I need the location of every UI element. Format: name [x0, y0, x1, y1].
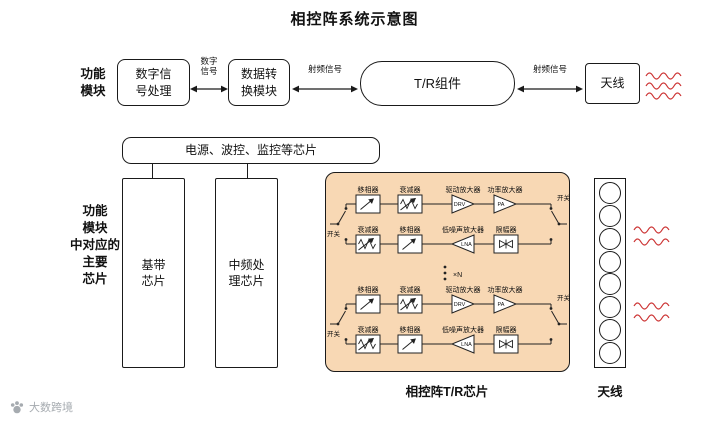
limiter-label: 限幅器: [496, 225, 517, 234]
repeat-count-label: ×N: [453, 272, 462, 279]
antenna-element: [599, 319, 621, 342]
switch-label-right: 开关: [557, 193, 571, 202]
phase-shifter-label: 移相器: [358, 285, 379, 294]
connector-line: [247, 164, 249, 178]
watermark-paw-icon: [10, 401, 24, 414]
tr-chip-panel: 移相器 衰减器 DRV 驱动放大器 PA 功率放大器: [325, 172, 571, 372]
antenna-element: [599, 182, 621, 204]
drv-abbr: DRV: [454, 302, 466, 308]
main-chips-label: 功能 模块 中对应的 主要 芯片: [69, 204, 120, 286]
array-squiggle-1: [633, 226, 670, 246]
antenna-box: 天线: [585, 63, 640, 104]
switch-contacts: [336, 307, 561, 341]
switch-label-left: 开关: [327, 329, 341, 338]
lna-icon: [450, 334, 475, 354]
attenuator-rx-icon: [355, 334, 381, 354]
pa-abbr: PA: [498, 302, 505, 308]
power-amp-icon: [493, 294, 518, 314]
switch-contacts: [336, 207, 561, 241]
antenna-element: [599, 296, 621, 319]
phase-shifter-rx-icon: [397, 234, 423, 254]
phase-shifter-tx-icon: [355, 194, 381, 214]
limiter-icon: [493, 234, 519, 254]
attenuator-rx-label: 衰减器: [358, 225, 379, 234]
attenuator-tx-icon: [397, 294, 423, 314]
antenna-caption: 天线: [597, 385, 623, 399]
antenna-element: [599, 273, 621, 296]
phase-shifter-tx-icon: [355, 294, 381, 314]
power-amp-label: 功率放大器: [488, 285, 523, 294]
antenna-array: [594, 178, 626, 368]
dsp-box: 数字信 号处理: [117, 59, 190, 106]
phase-shifter-rx-icon: [397, 334, 423, 354]
attenuator-tx-icon: [397, 194, 423, 214]
phase-shifter-rx-label: 移相器: [400, 225, 421, 234]
baseband-chip-box: 基带 芯片: [122, 178, 185, 368]
digital-signal-label: 数字 信号: [200, 56, 218, 77]
driver-amp-label: 驱动放大器: [446, 185, 481, 194]
limiter-icon: [493, 334, 519, 354]
lna-abbr: LNA: [461, 342, 472, 348]
pa-abbr: PA: [498, 202, 505, 208]
tr-chip-circuit: 移相器 衰减器 DRV 驱动放大器 PA 功率放大器: [327, 185, 571, 354]
lna-abbr: LNA: [461, 242, 472, 248]
driver-amp-icon: [451, 194, 476, 214]
attenuator-label: 衰减器: [400, 185, 421, 194]
rf-arrow-2: [517, 85, 583, 93]
phase-shifter-label: 移相器: [358, 185, 379, 194]
limiter-label: 限幅器: [496, 325, 517, 334]
drv-abbr: DRV: [454, 202, 466, 208]
digital-signal-arrow: [190, 85, 228, 93]
array-squiggle-2: [633, 302, 670, 322]
repeat-dots: [443, 265, 447, 281]
switch-label-right: 开关: [557, 293, 571, 302]
tr-channel: 移相器 衰减器 DRV 驱动放大器 PA 功率放大器: [327, 285, 571, 354]
connector-line: [152, 164, 154, 178]
driver-amp-icon: [451, 294, 476, 314]
antenna-element: [599, 204, 621, 227]
data-conversion-box: 数据转 换模块: [228, 59, 290, 106]
antenna-element: [599, 341, 621, 364]
lna-icon: [450, 234, 475, 254]
attenuator-rx-label: 衰减器: [358, 325, 379, 334]
func-modules-label: 功能 模块: [80, 67, 106, 98]
lna-label: 低噪声放大器: [442, 225, 484, 234]
antenna-signal-squiggle: [645, 72, 682, 100]
rf-signal-label-2: 射频信号: [532, 64, 567, 74]
tr-chip-caption: 相控阵T/R芯片: [405, 385, 489, 399]
antenna-element: [599, 250, 621, 273]
power-control-chip-box: 电源、波控、监控等芯片: [122, 137, 380, 164]
phase-shifter-rx-label: 移相器: [400, 325, 421, 334]
page-title: 相控阵系统示意图: [290, 11, 419, 28]
power-amp-label: 功率放大器: [488, 185, 523, 194]
power-amp-icon: [493, 194, 518, 214]
rf-arrow-1: [292, 85, 358, 93]
rf-signal-label-1: 射频信号: [307, 64, 342, 74]
attenuator-rx-icon: [355, 234, 381, 254]
tr-module-box: T/R组件: [360, 61, 515, 106]
if-chip-box: 中频处 理芯片: [215, 178, 278, 368]
attenuator-label: 衰减器: [400, 285, 421, 294]
watermark-text: 大数跨境: [29, 402, 73, 414]
lna-label: 低噪声放大器: [442, 325, 484, 334]
antenna-element: [599, 227, 621, 250]
switch-label-left: 开关: [327, 229, 341, 238]
driver-amp-label: 驱动放大器: [446, 285, 481, 294]
watermark: 大数跨境: [10, 399, 73, 415]
tr-channel: 移相器 衰减器 DRV 驱动放大器 PA 功率放大器: [327, 185, 571, 254]
